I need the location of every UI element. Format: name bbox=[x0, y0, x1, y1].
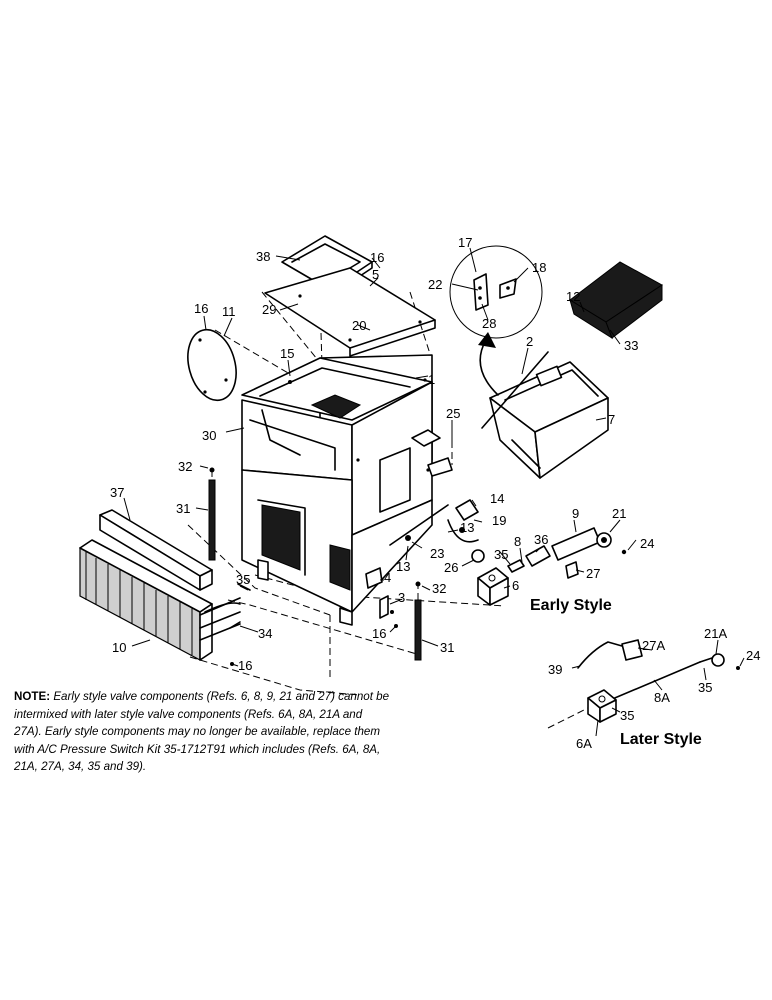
callout-8A: 8A bbox=[654, 690, 670, 705]
evaporator-coil bbox=[79, 539, 241, 661]
callout-6A: 6A bbox=[576, 736, 592, 751]
callout-35: 35 bbox=[236, 572, 250, 587]
callout-13: 13 bbox=[460, 520, 474, 535]
callout-27: 27 bbox=[586, 566, 600, 581]
callout-24: 24 bbox=[746, 648, 760, 663]
callout-1: 1 bbox=[428, 372, 435, 387]
foam-strip bbox=[99, 509, 213, 591]
callout-3: 3 bbox=[398, 590, 405, 605]
callout-28: 28 bbox=[482, 316, 496, 331]
coil-fittings bbox=[229, 583, 251, 666]
callout-37: 37 bbox=[110, 485, 124, 500]
callout-32: 32 bbox=[178, 459, 192, 474]
leader-lines bbox=[123, 247, 745, 737]
callout-6: 6 bbox=[512, 578, 519, 593]
expansion-valve-tubing bbox=[389, 499, 479, 546]
callout-23: 23 bbox=[430, 546, 444, 561]
callout-16: 16 bbox=[370, 250, 384, 265]
main-housing bbox=[241, 354, 433, 626]
callout-10: 10 bbox=[112, 640, 126, 655]
callout-4: 4 bbox=[384, 570, 391, 585]
mounting-bracket bbox=[411, 429, 453, 477]
callout-16: 16 bbox=[238, 658, 252, 673]
early-style-valve-assembly bbox=[471, 527, 627, 606]
callout-29: 29 bbox=[262, 302, 276, 317]
callout-14: 14 bbox=[490, 491, 504, 506]
filter-tray bbox=[489, 361, 609, 479]
callout-13: 13 bbox=[396, 559, 410, 574]
callout-11: 11 bbox=[222, 304, 236, 319]
callout-19: 19 bbox=[492, 513, 506, 528]
callout-36: 36 bbox=[534, 532, 548, 547]
callout-12: 12 bbox=[566, 289, 580, 304]
callout-24: 24 bbox=[640, 536, 654, 551]
callout-17: 17 bbox=[458, 235, 472, 250]
callout-33: 33 bbox=[624, 338, 638, 353]
note-paragraph: NOTE: Early style valve components (Refs… bbox=[14, 688, 392, 776]
later-style-label: Later Style bbox=[620, 731, 702, 748]
filter-element bbox=[569, 261, 663, 340]
callout-35: 35 bbox=[698, 680, 712, 695]
callout-16: 16 bbox=[372, 626, 386, 641]
early-style-label: Early Style bbox=[530, 597, 612, 614]
callout-22: 22 bbox=[428, 277, 442, 292]
callout-30: 30 bbox=[202, 428, 216, 443]
callout-32: 32 bbox=[432, 581, 446, 596]
callout-38: 38 bbox=[256, 249, 270, 264]
detail-reference-arrow bbox=[478, 332, 499, 396]
callout-20: 20 bbox=[352, 318, 366, 333]
callout-8: 8 bbox=[514, 534, 521, 549]
callout-27A: 27A bbox=[642, 638, 665, 653]
note-text: Early style valve components (Refs. 6, 8… bbox=[14, 690, 390, 774]
callout-26: 26 bbox=[444, 560, 458, 575]
small-bracket-hardware bbox=[365, 567, 398, 628]
callout-5: 5 bbox=[372, 267, 379, 282]
callout-39: 39 bbox=[548, 662, 562, 677]
callout-35: 35 bbox=[494, 547, 508, 562]
callout-9: 9 bbox=[572, 506, 579, 521]
callout-31: 31 bbox=[176, 501, 190, 516]
callout-21A: 21A bbox=[704, 626, 727, 641]
callout-16: 16 bbox=[194, 301, 208, 316]
callout-34: 34 bbox=[258, 626, 272, 641]
detail-magnifier-circle bbox=[449, 245, 543, 339]
round-gasket-plate bbox=[187, 328, 237, 402]
callout-2: 2 bbox=[526, 334, 533, 349]
callout-31: 31 bbox=[440, 640, 454, 655]
tray-rod bbox=[481, 351, 549, 429]
callout-7: 7 bbox=[608, 412, 615, 427]
note-heading: NOTE: bbox=[14, 690, 51, 703]
callout-18: 18 bbox=[532, 260, 546, 275]
callout-labels: 38 16 5 29 20 1 16 11 15 30 25 17 18 22 … bbox=[110, 235, 760, 751]
callout-25: 25 bbox=[446, 406, 460, 421]
top-cover-plate bbox=[264, 267, 436, 357]
support-posts bbox=[208, 467, 422, 661]
callout-35: 35 bbox=[620, 708, 634, 723]
callout-15: 15 bbox=[280, 346, 294, 361]
callout-21: 21 bbox=[612, 506, 626, 521]
